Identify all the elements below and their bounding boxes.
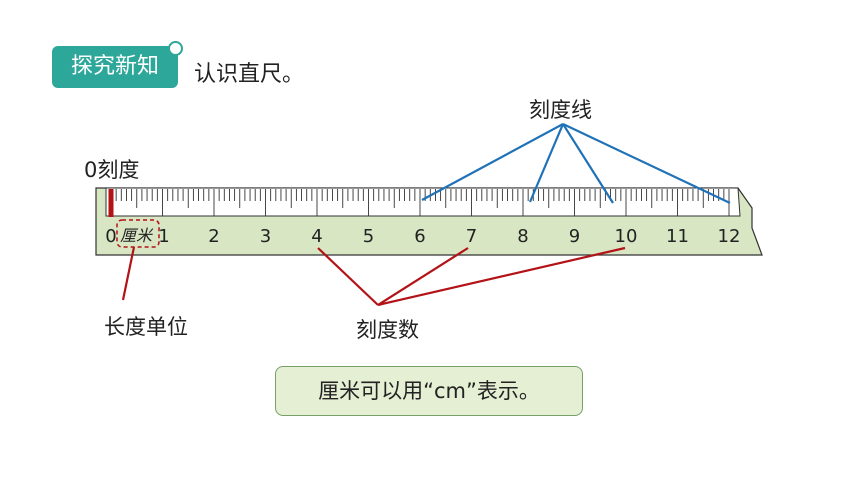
ruler-number: 0 bbox=[105, 226, 116, 247]
ruler-number: 8 bbox=[517, 226, 528, 247]
ruler-number: 6 bbox=[414, 226, 425, 247]
unit-text: 厘米 bbox=[120, 226, 154, 245]
unit-label: 长度单位 bbox=[104, 315, 188, 339]
ruler-number: 2 bbox=[208, 226, 219, 247]
section-badge: 探究新知 bbox=[52, 41, 183, 88]
ruler-number: 10 bbox=[615, 226, 638, 247]
ruler-number: 1 bbox=[158, 226, 169, 247]
zero-mark-label: 0刻度 bbox=[84, 158, 140, 182]
ruler-number: 12 bbox=[718, 226, 741, 247]
ruler-number: 3 bbox=[260, 226, 271, 247]
ruler-number: 4 bbox=[311, 226, 322, 247]
tick-line-callouts bbox=[421, 123, 731, 204]
zero-mark bbox=[108, 189, 114, 217]
number-callouts bbox=[121, 246, 626, 307]
unit-highlight bbox=[116, 219, 160, 248]
tick-numbers-label: 刻度数 bbox=[356, 318, 419, 342]
note-text: 厘米可以用“cm”表示。 bbox=[318, 379, 540, 403]
ruler-number: 11 bbox=[666, 226, 689, 247]
badge-dot-icon bbox=[168, 41, 183, 56]
badge-label: 探究新知 bbox=[70, 54, 159, 79]
tick-lines-label: 刻度线 bbox=[529, 98, 592, 122]
note-box: 厘米可以用“cm”表示。 bbox=[275, 366, 583, 416]
ruler-number: 7 bbox=[466, 226, 477, 247]
intro-text: 认识直尺。 bbox=[194, 62, 305, 87]
ruler-number: 9 bbox=[569, 226, 580, 247]
ruler-number: 5 bbox=[363, 226, 374, 247]
tick-strip bbox=[105, 187, 741, 217]
